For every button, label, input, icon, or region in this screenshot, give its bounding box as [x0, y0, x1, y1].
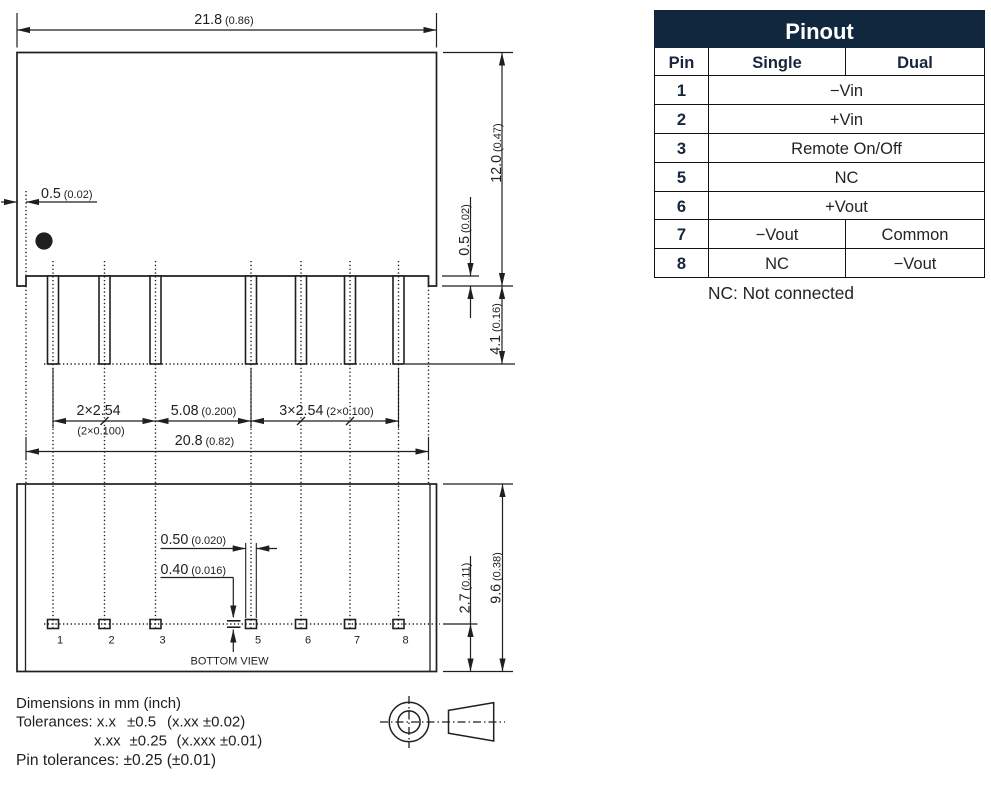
svg-text:0.5 (0.02): 0.5 (0.02) [41, 186, 93, 202]
svg-text:2.7 (0.11): 2.7 (0.11) [458, 563, 474, 614]
svg-text:Dimensions in mm (inch): Dimensions in mm (inch) [16, 695, 181, 712]
svg-text:±0.5: ±0.5 [127, 714, 156, 731]
svg-text:3×2.54 (2×0.100): 3×2.54 (2×0.100) [279, 403, 373, 419]
svg-text:12.0 (0.47): 12.0 (0.47) [489, 123, 505, 182]
svg-text:0.5 (0.02): 0.5 (0.02) [457, 204, 473, 256]
svg-text:x.xx: x.xx [94, 733, 121, 750]
svg-text:21.8 (0.86): 21.8 (0.86) [194, 12, 253, 28]
svg-text:9.6 (0.38): 9.6 (0.38) [489, 552, 505, 604]
svg-text:20.8 (0.82): 20.8 (0.82) [175, 433, 234, 449]
svg-text:0.50 (0.020): 0.50 (0.020) [161, 532, 227, 548]
svg-text:Pin tolerances: ±0.25 (±0.01): Pin tolerances: ±0.25 (±0.01) [16, 752, 216, 769]
svg-text:(x.xxx ±0.01): (x.xxx ±0.01) [177, 733, 263, 750]
svg-text:Tolerances: x.x: Tolerances: x.x [16, 714, 117, 731]
svg-text:2: 2 [108, 635, 114, 647]
svg-text:0.40 (0.016): 0.40 (0.016) [161, 562, 227, 578]
svg-text:BOTTOM VIEW: BOTTOM VIEW [190, 656, 269, 668]
svg-text:4.1 (0.16): 4.1 (0.16) [488, 303, 504, 355]
svg-text:6: 6 [305, 635, 311, 647]
svg-text:1: 1 [57, 635, 63, 647]
svg-text:3: 3 [159, 635, 165, 647]
svg-text:5.08 (0.200): 5.08 (0.200) [171, 403, 237, 419]
svg-text:5: 5 [255, 635, 261, 647]
svg-text:(x.xx ±0.02): (x.xx ±0.02) [167, 714, 245, 731]
svg-text:±0.25: ±0.25 [130, 733, 167, 750]
svg-text:2×2.54: 2×2.54 [77, 403, 124, 419]
svg-text:8: 8 [402, 635, 408, 647]
svg-text:(2×0.100): (2×0.100) [77, 426, 124, 438]
svg-text:7: 7 [354, 635, 360, 647]
